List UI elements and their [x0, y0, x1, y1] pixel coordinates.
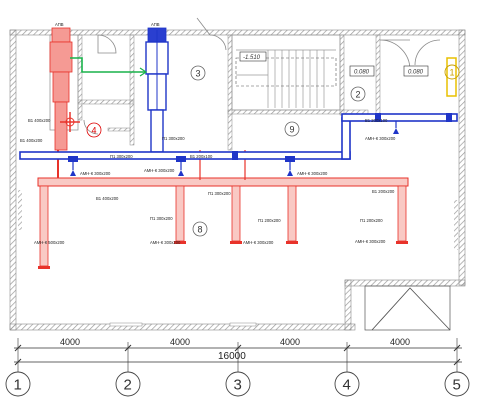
duct-label: В1 200х100	[365, 118, 388, 123]
supply-system	[19, 27, 458, 176]
dimension-span: 4000	[390, 337, 410, 347]
axis-label: 5	[453, 377, 461, 394]
duct-label: В1 400х200	[96, 196, 119, 201]
duct-label: АМН-К 300х200	[150, 240, 181, 245]
duct-label: АМН-К 500х200	[34, 240, 65, 245]
level-mark: 0.080	[408, 70, 424, 76]
room-number: 3	[196, 69, 201, 79]
exhaust-system	[37, 27, 409, 269]
dimension-total: 16000	[218, 351, 246, 362]
exhaust-unit-label: АПВ	[55, 22, 64, 27]
room-number: 8	[198, 225, 203, 235]
duct-label: П1 300х200	[162, 136, 185, 141]
duct-label: В1 400х200	[28, 118, 51, 123]
axis-label: 3	[234, 377, 242, 394]
duct-label: АМН-К 300х200	[80, 171, 111, 176]
duct-label: П1 200х200	[258, 218, 281, 223]
supply-unit-label: АПВ	[151, 22, 160, 27]
duct-label: П1 300х200	[150, 216, 173, 221]
duct-label: АМН-К 300х200	[355, 239, 386, 244]
level-marks: -1.510 0.080 0.080	[239, 51, 429, 77]
duct-label: АМН-К 300х200	[365, 136, 396, 141]
duct-label: П1 200х200	[360, 218, 383, 223]
duct-label: П1 300х200	[208, 191, 231, 196]
axis-label: 2	[124, 377, 132, 394]
duct-label: П1 300х200	[110, 154, 133, 159]
room-numbers: 1 2 3 4 8 9	[86, 64, 460, 237]
building-walls	[9, 17, 466, 331]
axis-label: 4	[343, 377, 351, 394]
recovery-link	[70, 57, 148, 77]
dimension-span: 4000	[280, 337, 300, 347]
dimension-lines: 4000 4000 4000 4000 16000	[14, 337, 462, 368]
level-mark: -1.510	[243, 55, 261, 61]
duct-label: В1 200х100	[190, 154, 213, 159]
axis-label: 1	[14, 377, 22, 394]
room-number: 4	[92, 126, 97, 136]
duct-labels: В1 400х200 В1 400х200 П1 300х200 П1 300х…	[20, 118, 396, 245]
room-number: 2	[356, 90, 361, 100]
duct-label: В1 200х200	[372, 189, 395, 194]
grid-axes: 1 2 3 4 5	[5, 368, 470, 397]
room-number: 1	[450, 68, 455, 78]
duct-label: АМН-К 300х200	[144, 168, 175, 173]
duct-label: В1 400х200	[20, 138, 43, 143]
level-mark: 0.080	[354, 70, 370, 76]
dimension-span: 4000	[60, 337, 80, 347]
duct-label: АМН-К 300х200	[243, 240, 274, 245]
room-number: 9	[290, 125, 295, 135]
dimension-span: 4000	[170, 337, 190, 347]
duct-label: АМН-К 300х200	[297, 171, 328, 176]
